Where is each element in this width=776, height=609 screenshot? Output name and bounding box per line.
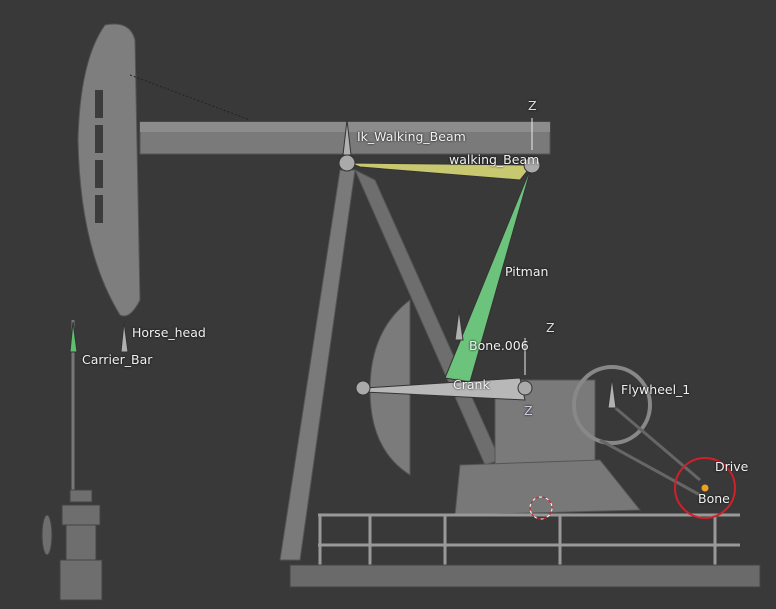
label-pitman: Pitman	[505, 264, 549, 279]
label-horse-head: Horse_head	[132, 325, 206, 340]
skid-base	[289, 564, 761, 588]
bone-walking-beam[interactable]	[349, 162, 534, 181]
walking-beam-highlight	[140, 122, 550, 132]
z-axis-label: Z	[524, 403, 533, 418]
label-crank: Crank	[453, 377, 490, 392]
z-axis-lines	[524, 118, 533, 375]
3d-cursor-ring	[529, 496, 553, 520]
label-drive: Drive	[715, 459, 749, 474]
samson-post-mesh	[279, 169, 356, 561]
bone-006[interactable]	[454, 309, 464, 341]
bone-flywheel[interactable]	[607, 377, 617, 409]
z-axis-label: Z	[546, 320, 555, 335]
label-bone-006: Bone.006	[469, 338, 529, 353]
wellhead-mesh	[41, 489, 103, 601]
bone-joints	[338, 154, 541, 396]
flywheel-mesh	[572, 365, 652, 445]
rotate-gizmo[interactable]	[674, 457, 736, 519]
label-ik-walking-beam: Ik_Walking_Beam	[357, 129, 466, 144]
belt	[611, 403, 701, 482]
cable	[129, 74, 251, 121]
belt	[599, 438, 701, 497]
bone-carrier-bar[interactable]	[69, 321, 78, 353]
bone-pitman[interactable]	[444, 164, 533, 383]
z-axis-label: Z	[528, 98, 537, 113]
origin-dot	[701, 484, 709, 492]
base-skid-mesh	[318, 513, 740, 570]
label-flywheel: Flywheel_1	[621, 382, 691, 397]
label-walking-beam: walking_Beam	[449, 152, 540, 167]
base-mesh	[454, 459, 642, 516]
label-carrier-bar: Carrier_Bar	[82, 352, 153, 367]
horse-head-slots	[95, 90, 103, 223]
bone-horse-head[interactable]	[120, 321, 129, 353]
label-bone: Bone	[698, 491, 730, 506]
horse-head-mesh	[77, 23, 141, 317]
